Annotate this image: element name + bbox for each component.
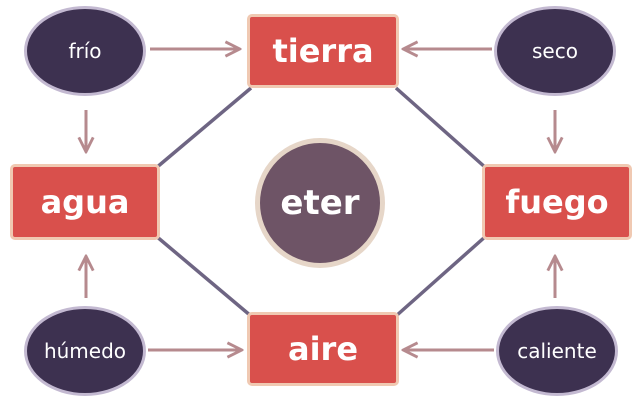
edge-fuego-aire [394, 234, 488, 318]
quality-caliente-label: caliente [517, 339, 597, 363]
edge-tierra-fuego [394, 86, 488, 170]
element-fuego-box: fuego [482, 164, 632, 240]
center-eter-label: eter [280, 183, 360, 223]
quality-humedo-label: húmedo [43, 339, 127, 363]
center-eter-node: eter [255, 138, 385, 268]
quality-frio-label: frío [68, 39, 102, 63]
edge-tierra-agua [154, 86, 253, 170]
element-aire-box: aire [247, 312, 399, 386]
quality-frio-node: frío [24, 6, 146, 96]
element-fuego-label: fuego [505, 183, 609, 221]
element-agua-label: agua [40, 183, 130, 221]
edge-agua-aire [154, 234, 253, 318]
element-tierra-box: tierra [247, 14, 399, 88]
quality-caliente-node: caliente [496, 306, 618, 396]
quality-seco-node: seco [494, 6, 616, 96]
quality-humedo-node: húmedo [24, 306, 146, 396]
quality-seco-label: seco [532, 39, 578, 63]
element-aire-label: aire [287, 330, 359, 368]
element-agua-box: agua [10, 164, 160, 240]
element-tierra-label: tierra [272, 32, 374, 70]
